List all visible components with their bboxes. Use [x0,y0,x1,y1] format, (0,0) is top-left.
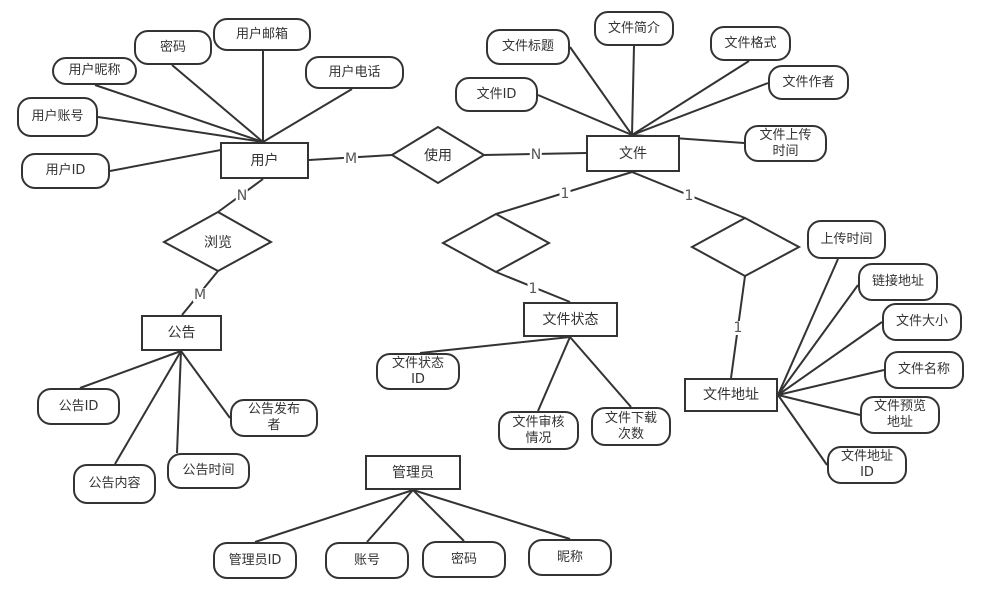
attr-file-status-id[interactable]: 文件状态 ID [376,353,460,390]
attr-user-password[interactable]: 密码 [134,30,212,65]
attr-user-account[interactable]: 用户账号 [17,97,98,137]
attr-user-nickname[interactable]: 用户昵称 [52,57,137,85]
connector-user-nickname [94,84,264,143]
attr-admin-id[interactable]: 管理员ID [213,542,297,579]
entity-user[interactable]: 用户 [220,142,309,179]
attr-notice-content[interactable]: 公告内容 [73,464,156,504]
connector-address-link [777,284,859,396]
connector-user-password [171,64,264,143]
cardinality-use-file: N [529,147,543,163]
connector-file-id [537,94,633,136]
attr-address-file-name[interactable]: 文件名称 [884,351,964,389]
cardinality-status-entity: 1 [527,281,539,297]
cardinality-status-file: 1 [559,186,571,202]
connector-notice-publisher [180,350,231,419]
connector-admin-nickname [412,489,571,540]
connector-address-upload-time [777,258,839,396]
attr-file-upload-time[interactable]: 文件上传 时间 [744,125,827,162]
connector-file-title [569,46,633,136]
connector-admin-account [366,489,414,543]
relationship-file-address-diamond[interactable] [689,216,802,278]
attr-address-file-size[interactable]: 文件大小 [882,303,962,341]
connector-status-id [419,336,571,354]
attr-admin-nickname[interactable]: 昵称 [528,539,612,576]
cardinality-use-user: M [343,151,359,167]
relationship-browse-label: 浏览 [204,235,232,251]
attr-user-id[interactable]: 用户ID [21,153,110,189]
connector-file-format [631,60,750,136]
attr-file-summary[interactable]: 文件简介 [594,11,674,46]
attr-file-title[interactable]: 文件标题 [486,29,570,65]
entity-file-status[interactable]: 文件状态 [523,302,618,337]
connector-notice-id [79,350,182,389]
attr-address-preview[interactable]: 文件预览 地址 [860,396,940,434]
entity-notice[interactable]: 公告 [141,315,222,351]
attr-address-link[interactable]: 链接地址 [858,263,938,301]
connector-notice-time [176,350,182,454]
relationship-browse-diamond[interactable] [161,210,274,273]
connector-user-account [97,116,264,143]
connector-status-review [537,336,571,412]
connector-admin-password [412,489,465,542]
connector-user-phone [262,88,353,143]
entity-file[interactable]: 文件 [586,135,680,172]
cardinality-address-entity: 1 [732,320,744,336]
relationship-use-label: 使用 [424,148,452,164]
relationship-use-diamond[interactable] [390,125,486,185]
attr-notice-publisher[interactable]: 公告发布 者 [230,399,318,437]
attr-file-author[interactable]: 文件作者 [768,65,849,100]
attr-file-download-count[interactable]: 文件下载 次数 [591,407,671,446]
attr-file-format[interactable]: 文件格式 [710,26,791,61]
attr-user-email[interactable]: 用户邮箱 [213,18,311,51]
entity-file-address[interactable]: 文件地址 [684,378,778,412]
attr-file-review-status[interactable]: 文件审核 情况 [498,411,579,450]
connector-address-id [777,394,828,466]
connector-address-name [777,369,885,396]
connector-notice-content [114,350,182,465]
relationship-file-status-diamond[interactable] [440,212,552,274]
attr-user-phone[interactable]: 用户电话 [305,56,404,89]
cardinality-address-file: 1 [683,188,695,204]
connector-address-preview [777,394,861,416]
attr-address-upload-time[interactable]: 上传时间 [807,220,886,259]
attr-notice-time[interactable]: 公告时间 [167,453,250,489]
attr-admin-account[interactable]: 账号 [325,542,409,579]
attr-address-id[interactable]: 文件地址 ID [827,446,907,484]
cardinality-browse-user: N [235,188,249,204]
connector-status-download [569,336,632,408]
entity-admin[interactable]: 管理员 [365,455,461,490]
connector-address-size [777,321,883,396]
connector-file-author [631,82,769,136]
connector-admin-id [254,489,414,543]
attr-file-id[interactable]: 文件ID [455,77,538,112]
attr-notice-id[interactable]: 公告ID [37,388,120,425]
connector-file-summary [631,45,635,136]
cardinality-browse-notice: M [192,287,208,303]
attr-admin-password[interactable]: 密码 [422,541,506,578]
